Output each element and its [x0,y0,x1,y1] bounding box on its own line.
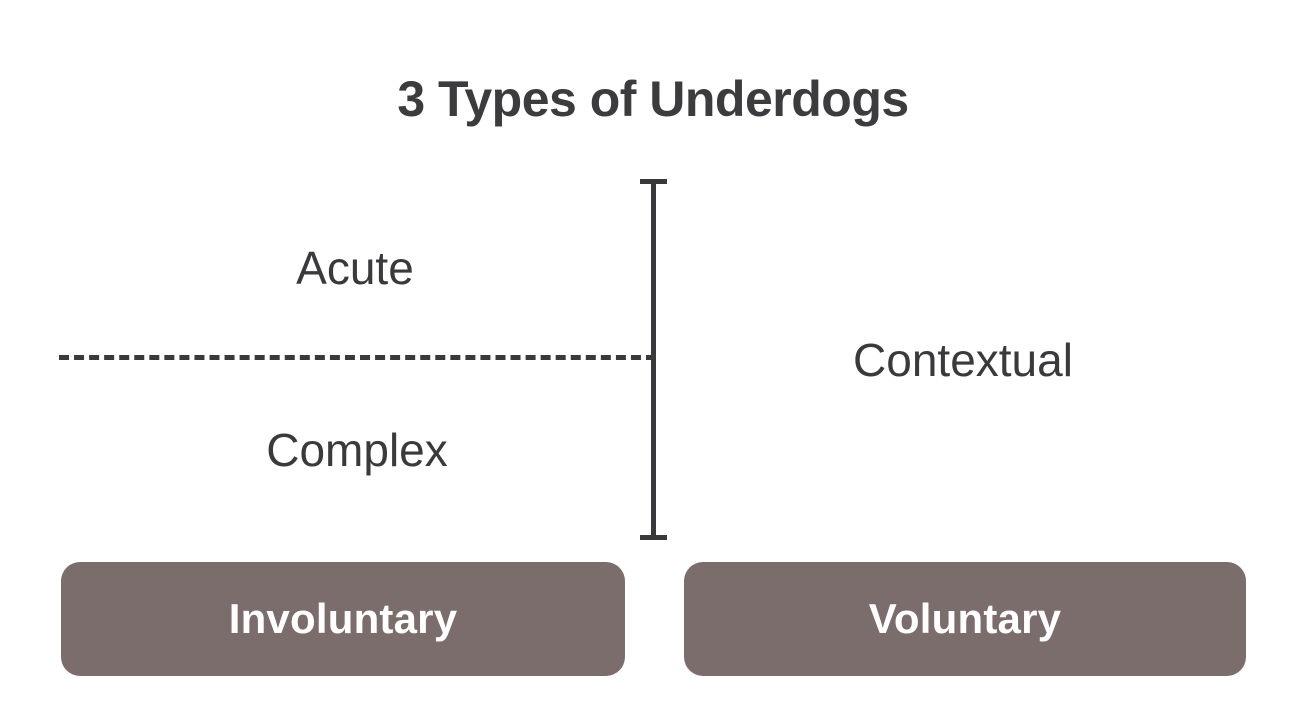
bracket-bottom-cap [640,535,667,540]
category-label-acute: Acute [296,242,414,294]
voluntary-button[interactable]: Voluntary [684,562,1246,676]
dashed-divider-line [59,355,656,360]
bracket-stem [651,179,656,540]
category-label-contextual: Contextual [853,334,1073,386]
page-title: 3 Types of Underdogs [397,71,909,127]
category-label-complex: Complex [266,424,448,476]
vertical-bracket-separator [640,179,667,540]
involuntary-button[interactable]: Involuntary [61,562,625,676]
